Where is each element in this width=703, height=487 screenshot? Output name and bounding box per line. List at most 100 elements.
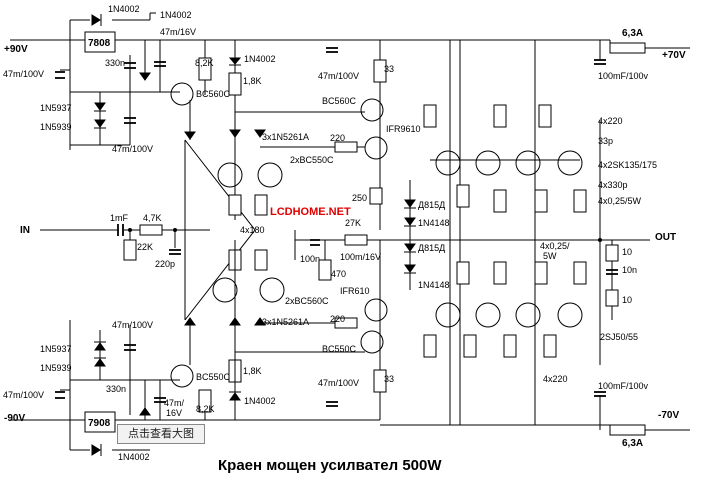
schematic-title: Краен мощен усилвател 500W — [218, 457, 442, 474]
regulator-7908 — [84, 411, 116, 433]
left-supply-top — [55, 40, 180, 146]
component-label: 100mF/100v — [598, 381, 649, 391]
input-label: IN — [20, 225, 30, 236]
component-label: 2xBC560C — [285, 296, 329, 306]
negative-rail-wiring — [10, 240, 690, 451]
component-label: 2SJ50/55 — [600, 332, 638, 342]
component-label: 47m/100V — [318, 378, 359, 388]
component-label: 47m/100V — [318, 71, 359, 81]
transistor-bc560c-driver — [360, 98, 384, 122]
fuse-top-label: 6,3A — [622, 28, 643, 39]
rail-pos-out: +70V — [662, 50, 686, 61]
component-label: 1N5939 — [40, 122, 72, 132]
component-label: IFR9610 — [386, 124, 421, 134]
transistor-bc550c-driver — [360, 330, 384, 354]
component-label: 1N4148 — [418, 280, 450, 290]
component-label: 220 — [330, 133, 345, 143]
component-label: BC560C — [322, 96, 357, 106]
output-label: OUT — [655, 232, 676, 243]
component-label: 8,2K — [196, 404, 215, 414]
component-label: 100mF/100v — [598, 71, 649, 81]
component-label: 47m/100V — [112, 144, 153, 154]
component-label: 47m/100V — [3, 69, 44, 79]
component-labels: +90V -90V +70V -70V IN OUT 6,3A 6,3A 1N4… — [3, 4, 686, 474]
output-mosfets-bottom — [423, 261, 587, 358]
component-label: 1N4148 — [418, 218, 450, 228]
component-label: 1N5939 — [40, 363, 72, 373]
feedback-network — [294, 187, 410, 281]
mosfet-irf610 — [364, 298, 388, 322]
component-label: 4x0,25/5W — [598, 196, 642, 206]
component-label: 220 — [330, 314, 345, 324]
component-label: 7808 — [88, 38, 111, 49]
rail-neg-in: -90V — [4, 413, 25, 424]
component-label: 7908 — [88, 418, 111, 429]
transistor-bc560c-top — [170, 82, 194, 106]
component-label: IFR610 — [340, 286, 370, 296]
component-label: 4x220 — [598, 116, 623, 126]
component-label: 33 — [384, 64, 394, 74]
component-label: 4x2SK135/175 — [598, 160, 657, 170]
fuse-top — [609, 42, 646, 54]
fuse-bottom — [609, 424, 646, 436]
regulator-7808 — [84, 31, 116, 53]
component-label: 2xBC550C — [290, 155, 334, 165]
component-label: 250 — [352, 193, 367, 203]
left-supply-bottom — [55, 325, 180, 420]
component-label: 4x220 — [543, 374, 568, 384]
component-label: 1N4002 — [118, 452, 150, 462]
component-label: 27K — [345, 218, 361, 228]
component-label: 330n — [105, 58, 125, 68]
component-label: 10 — [622, 295, 632, 305]
diode-top-left — [91, 14, 101, 26]
diode-bottom-left — [91, 444, 101, 456]
component-label: 10 — [622, 247, 632, 257]
view-large-image-button[interactable]: 点击查看大图 — [117, 424, 205, 444]
transistor-bc550c-bottom — [170, 364, 194, 388]
component-label: 470 — [331, 269, 346, 279]
component-label: Д815Д — [418, 243, 445, 253]
component-label: 1,8K — [243, 366, 262, 376]
component-label: 1N4002 — [244, 396, 276, 406]
component-label: 5W — [543, 251, 557, 261]
fuse-bottom-label: 6,3A — [622, 438, 643, 449]
component-label: 4x180 — [240, 225, 265, 235]
component-label: 1N4002 — [160, 10, 192, 20]
component-label: 4x0,25/ — [540, 241, 570, 251]
component-label: 100n — [300, 254, 320, 264]
component-label: BC560C — [196, 89, 231, 99]
mosfet-irf9610 — [364, 136, 388, 160]
component-label: 8,2K — [195, 58, 214, 68]
component-label: 3x1N5261A — [262, 132, 309, 142]
component-label: 47m/16V — [160, 27, 196, 37]
component-label: 1mF — [110, 213, 129, 223]
rail-pos-in: +90V — [4, 44, 28, 55]
component-label: 10n — [622, 265, 637, 275]
component-label: 33p — [598, 136, 613, 146]
component-label: 1N4002 — [108, 4, 140, 14]
input-network — [40, 224, 210, 261]
component-label: 1N4002 — [244, 54, 276, 64]
component-label: BC550C — [196, 372, 231, 382]
rail-neg-out: -70V — [658, 410, 679, 421]
bias-diodes — [404, 180, 416, 290]
component-label: 1N5937 — [40, 344, 72, 354]
component-label: 47m/100V — [3, 390, 44, 400]
component-label: 4x330p — [598, 180, 628, 190]
component-label: 220p — [155, 259, 175, 269]
component-label: 330n — [106, 384, 126, 394]
component-label: 47m/100V — [112, 320, 153, 330]
watermark: LCDHOME.NET — [270, 206, 351, 218]
output-mosfets-top — [423, 104, 587, 213]
component-label: 1N5937 — [40, 103, 72, 113]
component-label: Д815Д — [418, 200, 445, 210]
cap-47m-16v-bottom: 47m/16V — [164, 398, 185, 418]
component-label: 22K — [137, 242, 153, 252]
component-label: 100m/16V — [340, 252, 381, 262]
component-label: 3x1N5261A — [262, 317, 309, 327]
component-label: 4,7K — [143, 213, 162, 223]
component-label: 33 — [384, 374, 394, 384]
component-label: 1,8K — [243, 76, 262, 86]
positive-rail-wiring — [10, 19, 690, 430]
